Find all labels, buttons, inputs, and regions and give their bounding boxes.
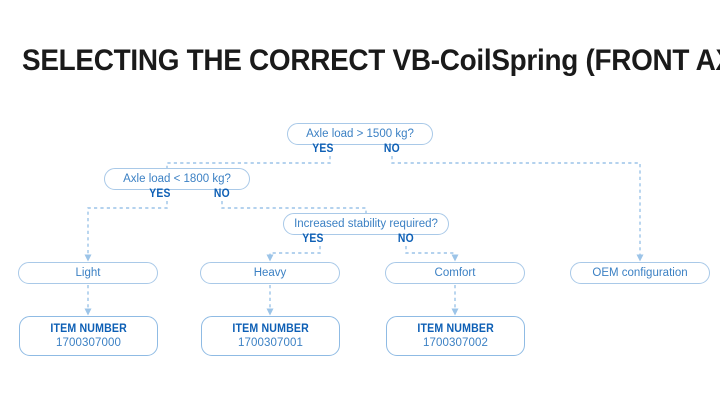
branch-label-d1-no: NO	[383, 143, 400, 155]
result-label: Heavy	[253, 266, 287, 279]
item-number-value: 1700307001	[238, 336, 303, 349]
result-light[interactable]: Light	[18, 262, 158, 284]
item-number-card-light[interactable]: ITEM NUMBER 1700307000	[19, 316, 158, 356]
decision-label: Axle load < 1800 kg?	[123, 172, 231, 185]
decision-increased-stability[interactable]: Increased stability required?	[283, 213, 449, 235]
branch-label-d1-yes: YES	[312, 143, 334, 155]
result-label: OEM configuration	[592, 266, 688, 279]
branch-label-d2-yes: YES	[149, 188, 171, 200]
item-number-value: 1700307002	[423, 336, 488, 349]
branch-label-d2-no: NO	[213, 188, 230, 200]
decision-axle-load-1500[interactable]: Axle load > 1500 kg?	[287, 123, 433, 145]
edge-d2-yes	[84, 201, 168, 262]
edge-d1-yes	[163, 156, 331, 176]
branch-label-d3-no: NO	[397, 233, 414, 245]
decision-label: Axle load > 1500 kg?	[306, 127, 414, 140]
decision-label: Increased stability required?	[294, 217, 438, 230]
branch-label-d3-yes: YES	[302, 233, 324, 245]
item-number-card-heavy[interactable]: ITEM NUMBER 1700307001	[201, 316, 340, 356]
result-comfort[interactable]: Comfort	[385, 262, 525, 284]
result-heavy[interactable]: Heavy	[200, 262, 340, 284]
decision-axle-load-1800[interactable]: Axle load < 1800 kg?	[104, 168, 250, 190]
edge-d2-no	[221, 201, 370, 221]
item-number-card-comfort[interactable]: ITEM NUMBER 1700307002	[386, 316, 525, 356]
edge-d3-no	[405, 246, 459, 262]
edge-d1-no	[391, 156, 644, 262]
page-title: SELECTING THE CORRECT VB-CoilSpring (FRO…	[22, 44, 720, 77]
item-number-heading: ITEM NUMBER	[417, 322, 494, 335]
result-label: Comfort	[434, 266, 476, 279]
item-number-heading: ITEM NUMBER	[50, 322, 127, 335]
result-oem-configuration[interactable]: OEM configuration	[570, 262, 710, 284]
result-label: Light	[75, 266, 101, 279]
edge-d3-yes	[266, 246, 321, 262]
item-number-value: 1700307000	[56, 336, 121, 349]
item-number-heading: ITEM NUMBER	[232, 322, 309, 335]
